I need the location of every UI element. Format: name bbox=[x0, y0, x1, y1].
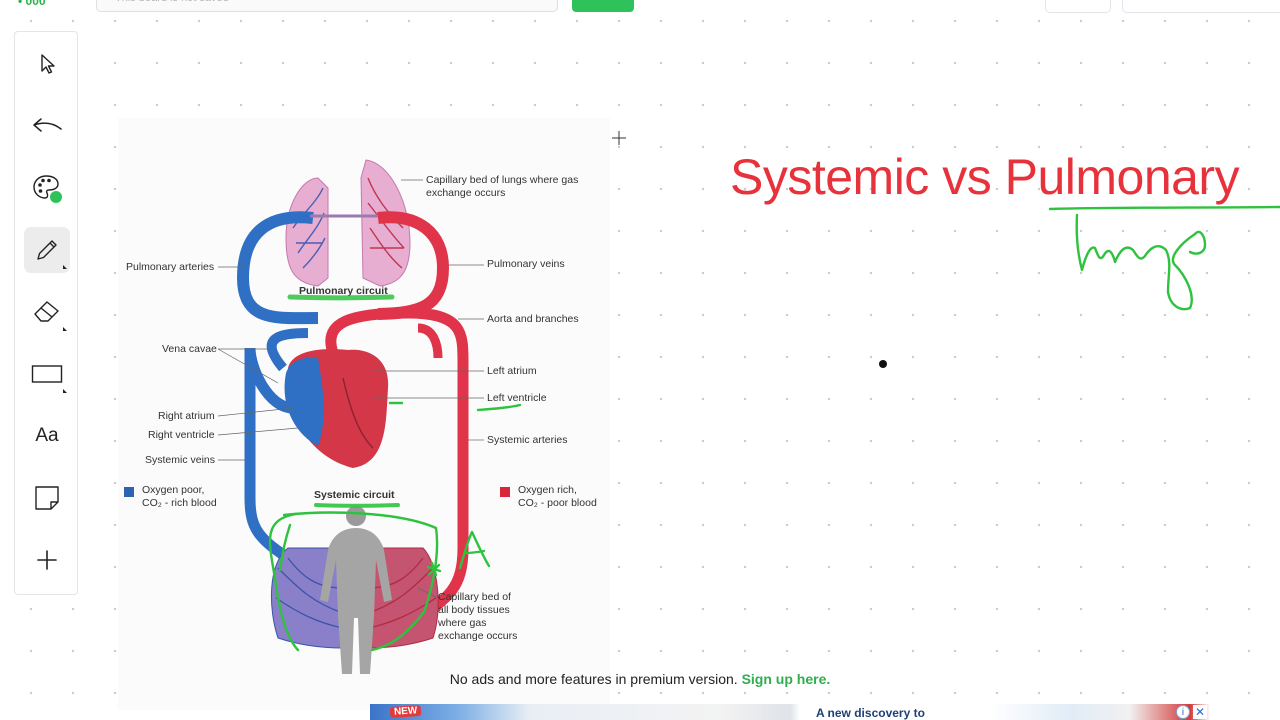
circulation-diagram-image[interactable]: Capillary bed of lungs where gas exchang… bbox=[118, 118, 610, 710]
sign-up-link[interactable]: Sign up here. bbox=[741, 671, 831, 687]
ad-new-badge: NEW bbox=[389, 704, 422, 719]
label-right-atrium: Right atrium bbox=[158, 410, 215, 422]
color-tool[interactable] bbox=[24, 165, 70, 211]
label-left-atrium: Left atrium bbox=[487, 365, 537, 377]
label-capillary-body: Capillary bed of all body tissues where … bbox=[438, 591, 518, 642]
board-name-input[interactable]: This board is not saved bbox=[96, 0, 558, 12]
legend-oxygen-rich-line1: Oxygen rich, bbox=[518, 484, 577, 496]
text-tool[interactable]: Aa bbox=[24, 413, 70, 459]
label-pulmonary-circuit: Pulmonary circuit bbox=[299, 285, 388, 297]
label-capillary-lungs: Capillary bed of lungs where gas exchang… bbox=[426, 174, 579, 199]
ad-close-icon[interactable]: ✕ bbox=[1193, 705, 1207, 719]
top-right-button[interactable] bbox=[1045, 0, 1111, 13]
label-aorta: Aorta and branches bbox=[487, 313, 579, 325]
label-systemic-arteries: Systemic arteries bbox=[487, 434, 568, 446]
undo-icon bbox=[33, 118, 62, 132]
canvas-title-text[interactable]: Systemic vs Pulmonary bbox=[730, 149, 1240, 205]
eraser-tool[interactable] bbox=[24, 289, 70, 335]
promo-text: No ads and more features in premium vers… bbox=[449, 671, 738, 687]
legend-swatch-oxygen-poor bbox=[124, 487, 134, 497]
tool-palette: Aa bbox=[14, 31, 78, 595]
cursor-arrow-icon bbox=[41, 54, 55, 74]
label-systemic-veins: Systemic veins bbox=[145, 454, 216, 466]
label-right-ventricle: Right ventricle bbox=[148, 429, 215, 441]
ad-text: A new discovery to bbox=[816, 706, 925, 720]
legend-oxygen-rich-line2: CO₂ - poor blood bbox=[518, 497, 597, 509]
sticky-note-tool[interactable] bbox=[24, 475, 70, 521]
submenu-indicator bbox=[63, 327, 67, 331]
rectangle-icon bbox=[31, 365, 63, 383]
select-tool[interactable] bbox=[24, 41, 70, 87]
legend-oxygen-poor-line1: Oxygen poor, bbox=[142, 484, 205, 496]
label-pulmonary-veins: Pulmonary veins bbox=[487, 258, 565, 270]
legend-oxygen-poor-line2: CO₂ - rich blood bbox=[142, 497, 217, 509]
sticky-note-icon bbox=[35, 486, 59, 510]
label-systemic-circuit: Systemic circuit bbox=[314, 489, 395, 501]
undo-tool[interactable] bbox=[24, 103, 70, 149]
premium-promo: No ads and more features in premium vers… bbox=[0, 671, 1280, 687]
plus-icon bbox=[37, 550, 57, 570]
submenu-indicator bbox=[63, 265, 67, 269]
eraser-icon bbox=[34, 301, 59, 322]
label-vena-cavae: Vena cavae bbox=[162, 343, 217, 355]
ad-info-icon[interactable]: i bbox=[1176, 705, 1190, 719]
submenu-indicator bbox=[63, 389, 67, 393]
text-tool-label: Aa bbox=[35, 425, 59, 446]
legend-swatch-oxygen-rich bbox=[500, 487, 510, 497]
save-button[interactable] bbox=[572, 0, 634, 12]
circulation-illustration bbox=[217, 159, 484, 674]
shape-tool[interactable] bbox=[24, 351, 70, 397]
add-tool[interactable] bbox=[24, 537, 70, 583]
top-bar: • 000 This board is not saved bbox=[0, 0, 1280, 14]
palette-icon bbox=[33, 175, 62, 203]
top-right-menu[interactable] bbox=[1122, 0, 1280, 13]
app-logo[interactable]: • 000 bbox=[18, 0, 46, 8]
label-pulmonary-arteries: Pulmonary arteries bbox=[126, 261, 215, 273]
crosshair-cursor-icon bbox=[612, 131, 626, 145]
label-left-ventricle: Left ventricle bbox=[487, 392, 547, 404]
ad-banner[interactable]: NEW A new discovery to i ✕ bbox=[370, 704, 1210, 720]
pencil-icon bbox=[37, 240, 57, 260]
pointer-dot bbox=[879, 360, 887, 368]
pen-tool[interactable] bbox=[24, 227, 70, 273]
